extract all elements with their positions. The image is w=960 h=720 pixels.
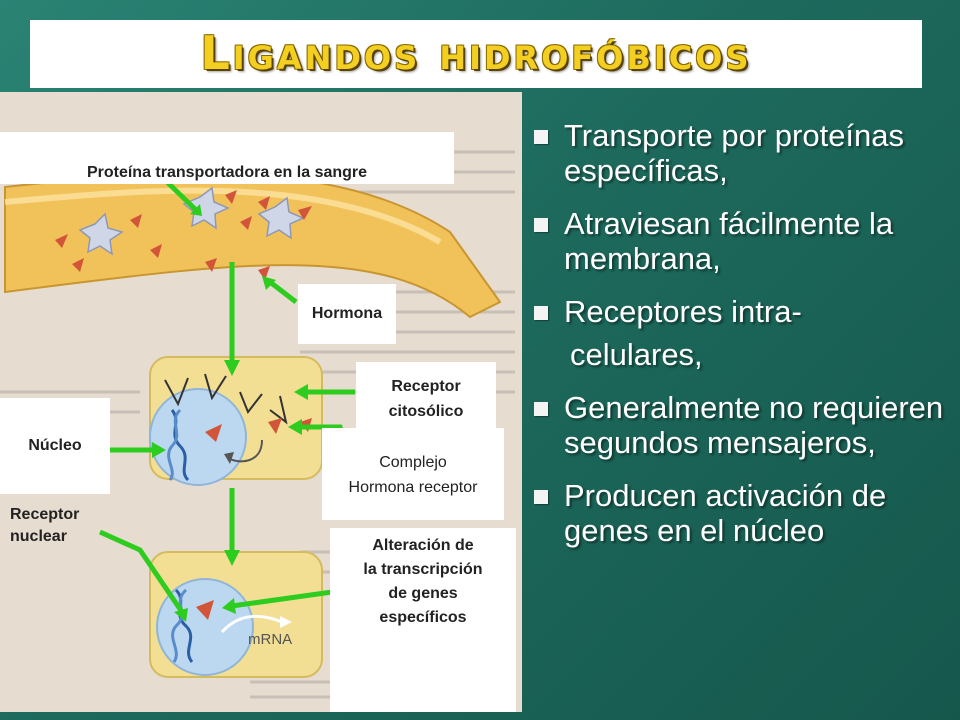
cytosolic-receptor-shapes [164, 373, 288, 425]
bullet-text: Generalmente no requieren segundos mensa… [564, 390, 944, 460]
bullet-continuation: celulares, [530, 337, 950, 372]
bullet-text: Producen activación de genes en el núcle… [564, 478, 887, 548]
bullet-item: Atraviesan fácilmente la membrana, [530, 206, 950, 276]
title-bar: Ligandos hidrofóbicos [30, 20, 922, 88]
label-cytosolic-receptor-line1: Receptor [391, 378, 461, 395]
square-bullet-icon [534, 306, 548, 320]
label-complex: Complejo Hormona receptor [322, 428, 504, 520]
label-hormone-text: Hormona [311, 305, 383, 322]
hormone-receptor-complex-lower [196, 600, 214, 620]
hormone-molecules [55, 190, 312, 280]
bullet-item: Producen activación de genes en el núcle… [530, 478, 950, 548]
square-bullet-icon [534, 130, 548, 144]
label-gene-transcription: Alteración de la transcripción de genes … [330, 528, 516, 712]
label-carrier-protein: Proteína transportadora en la sangre [0, 132, 454, 184]
bullet-item: Receptores intra- [530, 294, 950, 329]
dna-lower [171, 588, 194, 663]
green-pointer-arrows [98, 178, 355, 622]
label-nuclear-receptor-line2: nuclear [10, 528, 67, 545]
diagram-figure: mRNA [0, 92, 522, 712]
label-complex-line1: Complejo [379, 454, 447, 471]
bullet-list: Transporte por proteínas específicas, At… [530, 118, 950, 566]
label-nuclear-receptor: Receptor nuclear [10, 504, 79, 548]
dna-upper [167, 408, 190, 482]
bullet-text: Receptores intra- [564, 294, 802, 329]
label-gene-transcription-line3: de genes [388, 585, 458, 602]
label-nucleus: Núcleo [0, 398, 110, 494]
label-cytosolic-receptor-line2: citosólico [388, 403, 464, 420]
bullet-text: Atraviesan fácilmente la membrana, [564, 206, 894, 276]
diagram-illustration: mRNA [0, 150, 515, 699]
label-hormone: Hormona [298, 284, 396, 344]
mrna-arrow [220, 614, 283, 634]
bullet-item: Transporte por proteínas específicas, [530, 118, 950, 188]
label-cytosolic-receptor: Receptor citosólico [356, 362, 496, 434]
nucleus-upper [149, 388, 247, 486]
label-carrier-protein-text: Proteína transportadora en la sangre [86, 164, 368, 181]
square-bullet-icon [534, 218, 548, 232]
bullet-text: Transporte por proteínas específicas, [564, 118, 905, 188]
bullet-item: Generalmente no requieren segundos mensa… [530, 390, 950, 460]
label-gene-transcription-line1: Alteración de [372, 537, 474, 554]
label-nucleus-text: Núcleo [28, 437, 82, 454]
label-nuclear-receptor-line1: Receptor [10, 506, 80, 523]
square-bullet-icon [534, 402, 548, 416]
label-gene-transcription-line4: específicos [379, 609, 467, 626]
slide-title: Ligandos hidrofóbicos [200, 26, 752, 80]
mrna-label: mRNA [248, 631, 292, 648]
square-bullet-icon [534, 490, 548, 504]
label-gene-transcription-line2: la transcripción [363, 561, 483, 578]
bullet-text: celulares, [570, 337, 703, 372]
label-complex-line2: Hormona receptor [348, 479, 478, 496]
carrier-protein-shapes [78, 186, 305, 256]
